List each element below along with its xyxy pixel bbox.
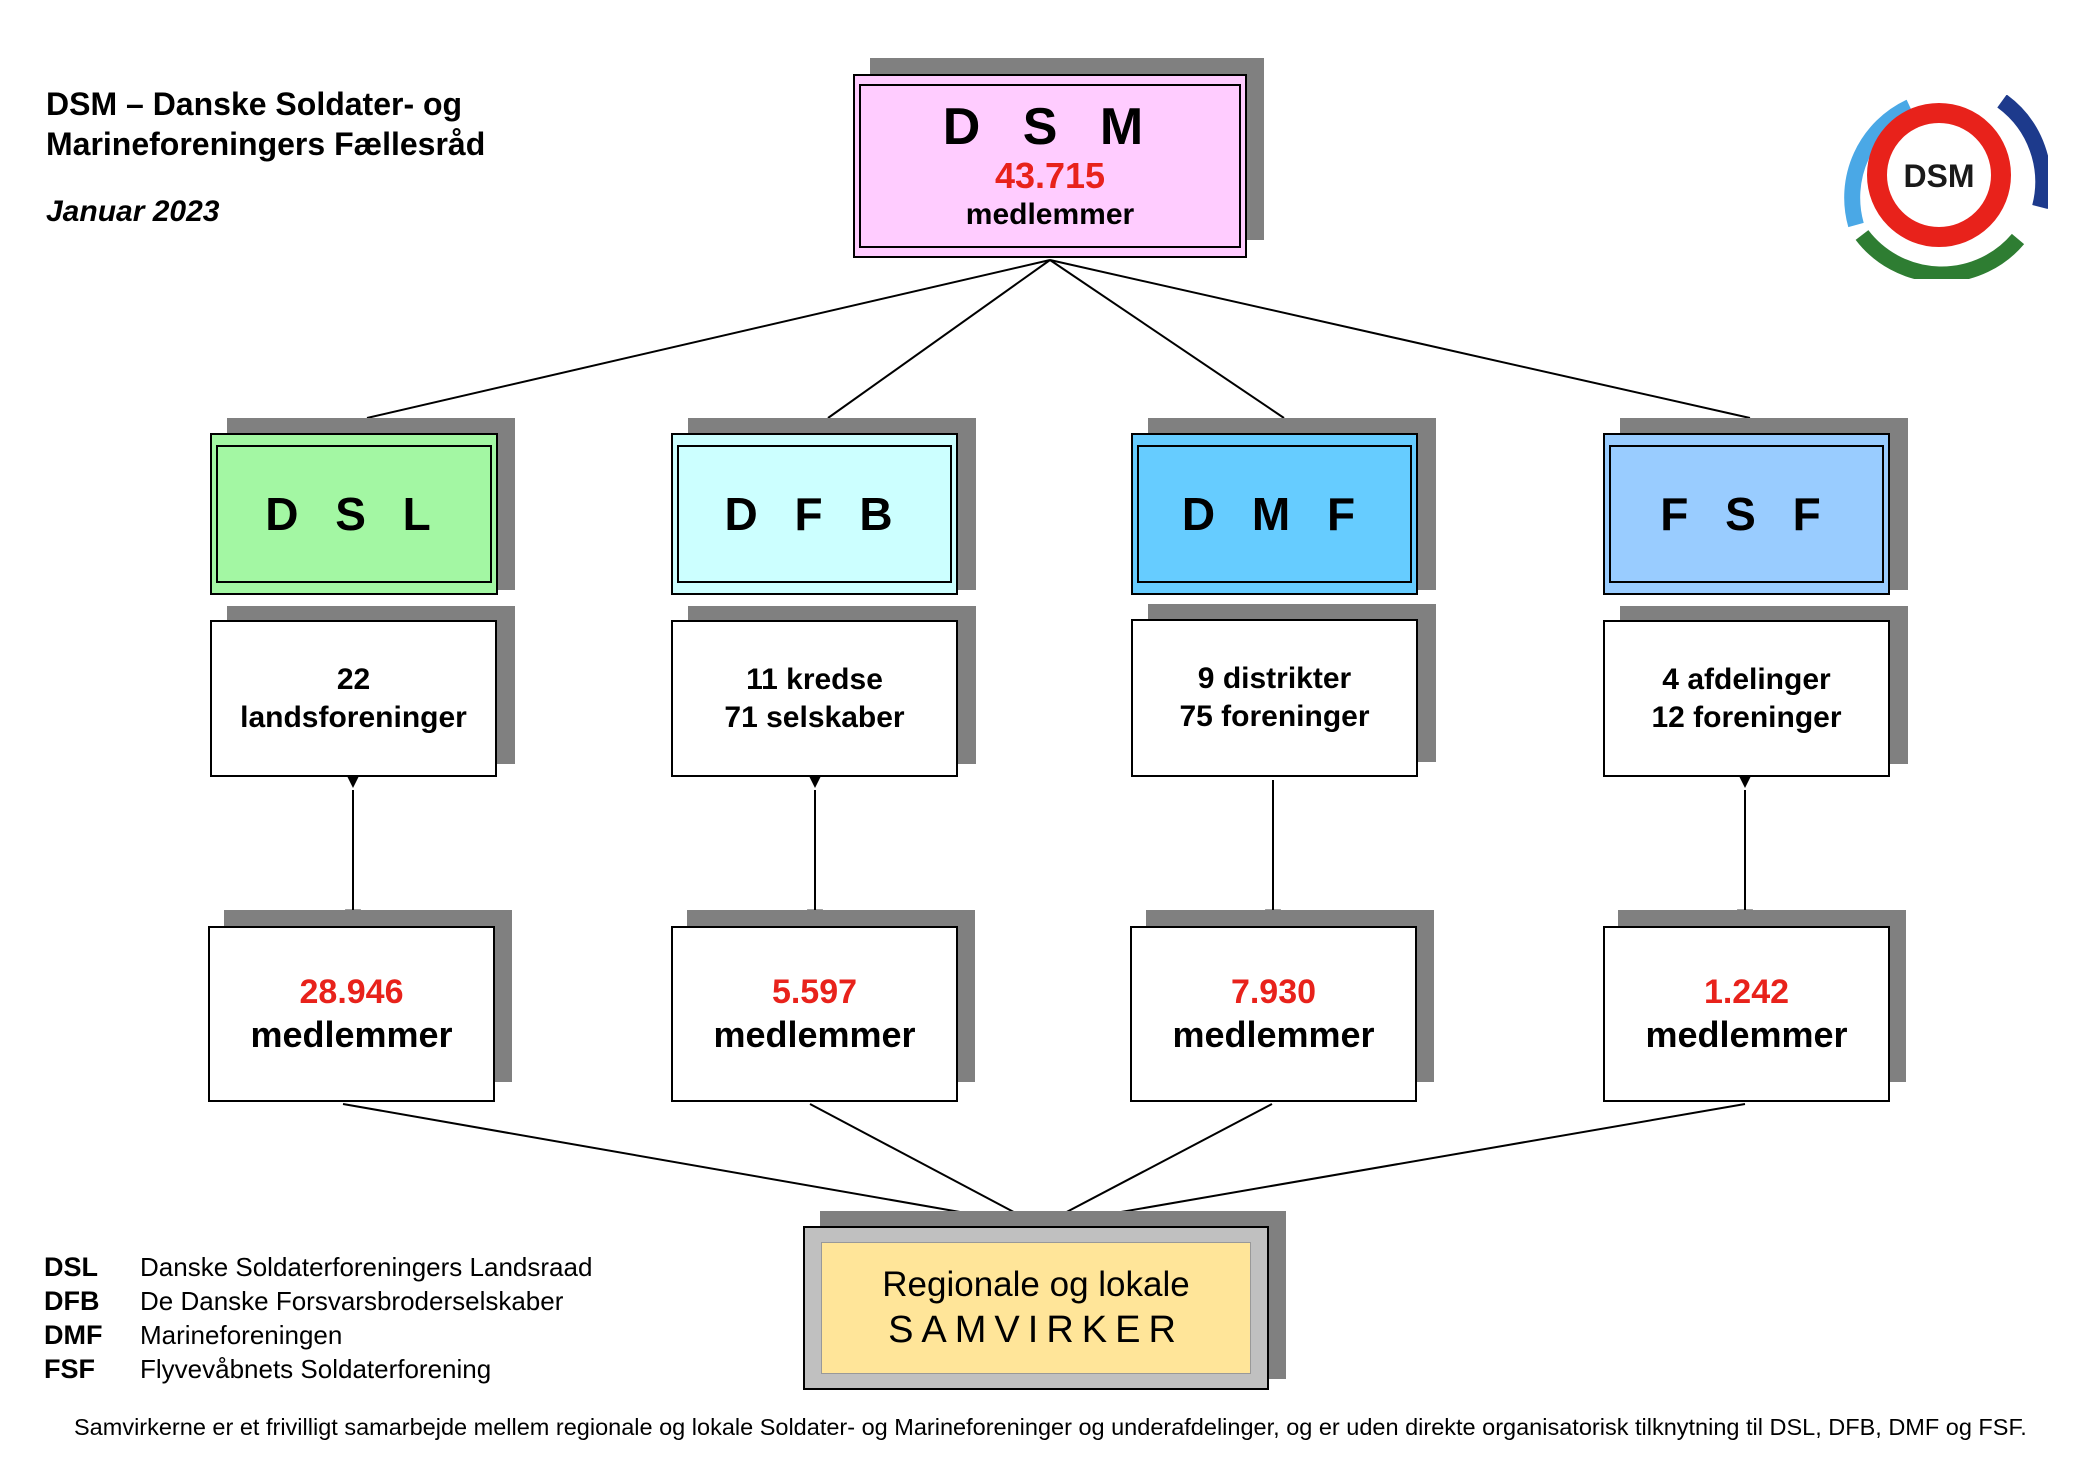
connector-dsm-dfb [827, 259, 1051, 419]
dmf-sub-box: 9 distrikter 75 foreninger [1131, 619, 1418, 777]
fsf-sub-line-1: 4 afdelinger [1662, 662, 1831, 696]
dfb-sub-box: 11 kredse 71 selskaber [671, 620, 958, 777]
legend-row: DFB De Danske Forsvarsbroderselskaber [44, 1284, 592, 1318]
dsl-sub-box: 22 landsforeninger [210, 620, 497, 777]
legend: DSL Danske Soldaterforeningers Landsraad… [44, 1250, 592, 1386]
dsm-box-inner-border [859, 84, 1241, 248]
dsl-sub-line-1: 22 [336, 662, 371, 696]
legend-text: Danske Soldaterforeningers Landsraad [140, 1252, 593, 1282]
connector-dsm-dmf [1049, 259, 1285, 419]
connector-dmf-samvirker [1039, 1103, 1273, 1227]
fsf-members-box: 1.242 medlemmer [1603, 926, 1890, 1102]
footnote: Samvirkerne er et frivilligt samarbejde … [74, 1414, 2027, 1440]
dmf-abbr: D M F [1181, 488, 1368, 540]
connector-dsm-dsl [366, 259, 1051, 419]
dmf-members-box: 7.930 medlemmer [1130, 926, 1417, 1102]
fsf-sub-box: 4 afdelinger 12 foreninger [1603, 620, 1890, 777]
dsm-member-label: medlemmer [965, 198, 1135, 231]
dsl-member-count: 28.946 [299, 973, 404, 1011]
legend-row: DMF Marineforeningen [44, 1318, 592, 1352]
title-line-2: Marineforeningers Fællesråd [46, 126, 486, 162]
legend-text: Marineforeningen [140, 1320, 343, 1350]
samvirker-box: Regionale og lokale SAMVIRKER [803, 1226, 1269, 1390]
dfb-member-count: 5.597 [771, 973, 858, 1011]
samvirker-line-2: SAMVIRKER [888, 1309, 1184, 1351]
dsl-box: D S L [210, 433, 498, 595]
page-date: Januar 2023 [46, 195, 220, 228]
dsl-member-label: medlemmer [250, 1014, 453, 1055]
dmf-member-label: medlemmer [1172, 1014, 1375, 1055]
arrow-head-top-dsl [347, 776, 359, 788]
dfb-members-box: 5.597 medlemmer [671, 926, 958, 1102]
legend-text: Flyvevåbnets Soldaterforening [140, 1354, 492, 1384]
fsf-box-inner-border [1609, 445, 1884, 583]
dsl-box-inner-border [216, 445, 492, 583]
legend-abbr: FSF [44, 1354, 95, 1384]
dsl-sub-line-2: landsforeninger [240, 700, 467, 734]
dsm-abbr: D S M [942, 98, 1158, 156]
dmf-member-count: 7.930 [1230, 973, 1317, 1011]
dsm-member-count: 43.715 [994, 155, 1106, 196]
arrow-head-top-dfb [809, 776, 821, 788]
dfb-abbr: D F B [724, 488, 905, 540]
dfb-sub-line-1: 11 kredse [746, 662, 883, 696]
dmf-box: D M F [1131, 433, 1418, 595]
fsf-sub-line-2: 12 foreninger [1651, 700, 1842, 734]
dmf-sub-line-2: 75 foreninger [1179, 700, 1370, 733]
connector-dfb-samvirker [809, 1103, 1041, 1227]
dsm-box: D S M 43.715 medlemmer [853, 74, 1247, 258]
legend-abbr: DFB [44, 1286, 100, 1316]
logo-text: DSM [1903, 158, 1974, 194]
arrow-head-top-fsf [1739, 776, 1751, 788]
legend-row: FSF Flyvevåbnets Soldaterforening [44, 1352, 592, 1386]
legend-abbr: DMF [44, 1320, 103, 1350]
fsf-abbr: F S F [1660, 488, 1833, 540]
fsf-box: F S F [1603, 433, 1890, 595]
legend-text: De Danske Forsvarsbroderselskaber [140, 1286, 564, 1316]
fsf-member-label: medlemmer [1645, 1014, 1848, 1055]
dfb-sub-line-2: 71 selskaber [724, 700, 905, 734]
dfb-box: D F B [671, 433, 958, 595]
legend-abbr: DSL [44, 1252, 98, 1282]
title-line-1: DSM – Danske Soldater- og [46, 86, 463, 122]
dsl-abbr: D S L [265, 488, 443, 540]
connector-fsf-samvirker [1039, 1103, 1746, 1227]
samvirker-inner: Regionale og lokale SAMVIRKER [821, 1242, 1251, 1374]
dmf-sub-line-1: 9 distrikter [1197, 662, 1352, 695]
page-title: DSM – Danske Soldater- og Marineforening… [46, 84, 485, 164]
dfb-box-inner-border [677, 445, 952, 583]
connector-dsm-fsf [1049, 259, 1751, 419]
dsl-members-box: 28.946 medlemmer [208, 926, 495, 1102]
legend-row: DSL Danske Soldaterforeningers Landsraad [44, 1250, 592, 1284]
connector-dsl-samvirker [342, 1103, 1041, 1227]
dmf-box-inner-border [1137, 445, 1412, 583]
dfb-member-label: medlemmer [713, 1014, 916, 1055]
fsf-member-count: 1.242 [1703, 973, 1790, 1011]
samvirker-line-1: Regionale og lokale [882, 1265, 1190, 1304]
dsm-logo: DSM [1844, 95, 2048, 279]
